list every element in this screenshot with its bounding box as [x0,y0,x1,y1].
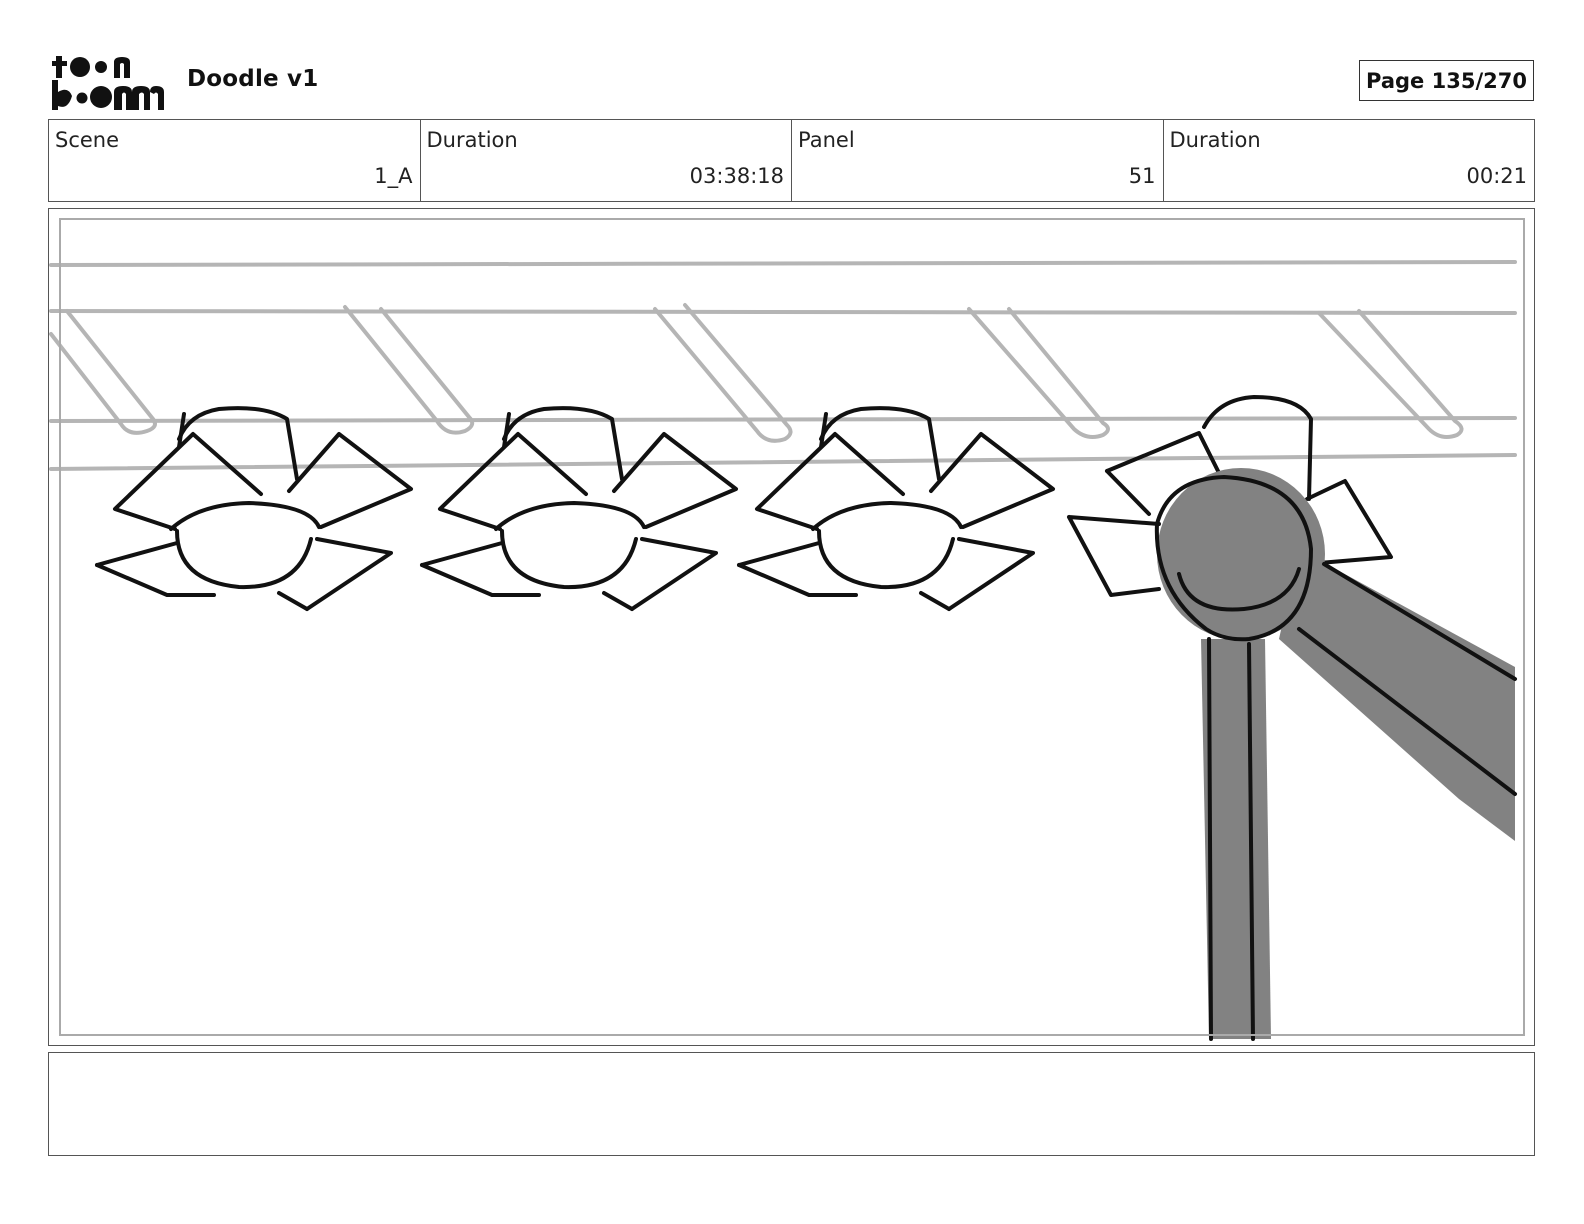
panel-sketch [49,260,1517,1041]
lamp-4 [1067,395,1393,597]
storyboard-panel [48,208,1535,1046]
lamp-3 [737,406,1055,611]
panel-duration-value: 00:21 [1466,164,1527,188]
lamp-2 [420,406,738,611]
document-title: Doodle v1 [187,66,319,92]
scene-duration-label: Duration [426,128,518,152]
panel-label: Panel [798,128,855,152]
page-indicator: Page 135/270 [1359,60,1534,101]
scene-value: 1_A [374,164,413,188]
panel-duration-cell: Duration 00:21 [1164,120,1535,201]
panel-safe-area [59,218,1525,1036]
toonboom-logo [52,56,164,110]
foreground-lamp-stand [1154,468,1517,1041]
panel-duration-label: Duration [1169,128,1261,152]
panel-cell: Panel 51 [792,120,1164,201]
rig-hangers [49,303,1464,443]
panel-notes [48,1052,1535,1156]
panel-value: 51 [1128,164,1156,188]
scene-duration-cell: Duration 03:38:18 [421,120,792,201]
lamp-1 [95,406,413,611]
scene-duration-value: 03:38:18 [689,164,784,188]
panel-info-table: Scene 1_A Duration 03:38:18 Panel 51 Dur… [48,119,1535,202]
scene-label: Scene [55,128,120,152]
scene-cell: Scene 1_A [49,120,421,201]
